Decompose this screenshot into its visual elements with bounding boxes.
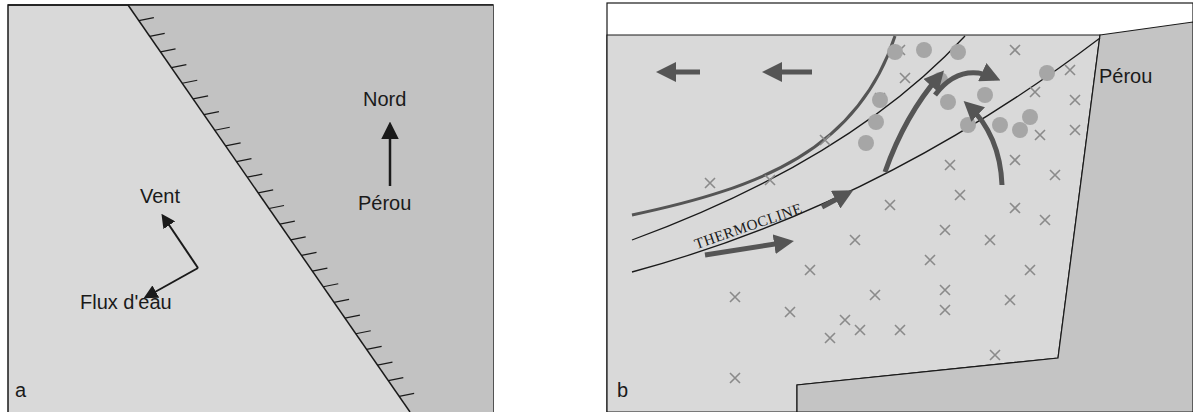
land-area <box>128 5 493 412</box>
x-mark <box>1010 45 1020 55</box>
coast-tick <box>193 96 208 99</box>
x-mark <box>870 290 880 300</box>
panel-frame <box>607 3 1193 412</box>
plankton-dot <box>977 87 993 103</box>
coast-tick <box>280 221 295 224</box>
x-mark <box>940 305 950 315</box>
panel-b <box>607 3 1193 412</box>
coast-tick <box>302 252 317 255</box>
x-mark <box>850 235 860 245</box>
coast-tick <box>171 65 186 68</box>
wind-label: Vent <box>140 186 180 206</box>
x-mark <box>730 292 740 302</box>
x-mark <box>925 255 935 265</box>
plankton-dot <box>960 117 976 133</box>
x-mark <box>1065 65 1075 75</box>
coast-tick <box>399 393 414 396</box>
land-section <box>797 22 1193 412</box>
x-mark <box>955 190 965 200</box>
x-mark <box>1070 95 1080 105</box>
plankton-dot <box>940 94 956 110</box>
plankton-dot <box>1039 65 1055 81</box>
panel-a <box>8 5 493 412</box>
x-mark <box>945 160 955 170</box>
coast-tick <box>388 378 403 381</box>
x-mark <box>1010 203 1020 213</box>
coast-tick <box>150 33 165 36</box>
north-label: Nord <box>363 89 406 109</box>
x-mark <box>785 307 795 317</box>
x-mark <box>985 235 995 245</box>
plankton-dots <box>858 42 1055 151</box>
water-flow-label: Flux d'eau <box>80 292 172 312</box>
coast-tick <box>204 112 219 115</box>
coast-tick <box>345 315 360 318</box>
plankton-dot <box>872 92 888 108</box>
x-mark <box>705 178 715 188</box>
x-mark <box>895 325 905 335</box>
wind-arrow <box>163 216 198 268</box>
x-mark <box>940 225 950 235</box>
frame-top <box>8 4 493 6</box>
country-label: Pérou <box>1099 66 1152 86</box>
x-mark <box>900 73 910 83</box>
coast-tick <box>236 159 251 162</box>
coast-tick <box>356 331 371 334</box>
panel-letter: b <box>617 380 628 400</box>
sea-section <box>607 35 1100 412</box>
coast-tick <box>377 362 392 365</box>
coast-tick <box>323 284 338 287</box>
plankton-dot <box>887 44 903 60</box>
coast-tick <box>182 80 197 83</box>
x-mark <box>885 200 895 210</box>
coast-tick <box>269 206 284 209</box>
coast-tick <box>161 49 176 52</box>
coast-tick <box>312 268 327 271</box>
coast-tick <box>226 143 241 146</box>
coast-tick <box>258 190 273 193</box>
x-mark <box>1050 170 1060 180</box>
x-mark <box>1025 265 1035 275</box>
plankton-dot <box>1012 122 1028 138</box>
x-mark <box>1070 125 1080 135</box>
plankton-dot <box>992 117 1008 133</box>
country-label: Pérou <box>358 193 411 213</box>
x-mark <box>990 350 1000 360</box>
x-mark <box>805 265 815 275</box>
x-mark <box>765 175 775 185</box>
x-mark <box>1010 155 1020 165</box>
x-mark <box>855 325 865 335</box>
north-arrow <box>389 125 392 186</box>
x-mark <box>730 373 740 383</box>
coast-tick <box>367 346 382 349</box>
x-mark <box>1040 215 1050 225</box>
x-mark <box>940 285 950 295</box>
plankton-dot <box>950 44 966 60</box>
x-mark <box>825 333 835 343</box>
coast-tick <box>291 237 306 240</box>
x-mark <box>820 135 830 145</box>
plankton-dot <box>1022 109 1038 125</box>
coast-tick <box>247 174 262 177</box>
coast-tick <box>139 18 154 21</box>
flow-arrows <box>662 72 1002 255</box>
coast-ticks <box>139 18 414 397</box>
x-mark <box>1035 130 1045 140</box>
plankton-dot <box>916 42 932 58</box>
x-mark <box>1030 87 1040 97</box>
plankton-dot <box>868 114 884 130</box>
x-mark <box>1005 295 1015 305</box>
panel-letter: a <box>15 380 26 400</box>
thermocline-bottom <box>632 38 1100 272</box>
coast-tick <box>334 299 349 302</box>
x-mark <box>840 315 850 325</box>
coast-tick <box>215 127 230 130</box>
sea-area <box>8 5 493 412</box>
plankton-dot <box>858 135 874 151</box>
